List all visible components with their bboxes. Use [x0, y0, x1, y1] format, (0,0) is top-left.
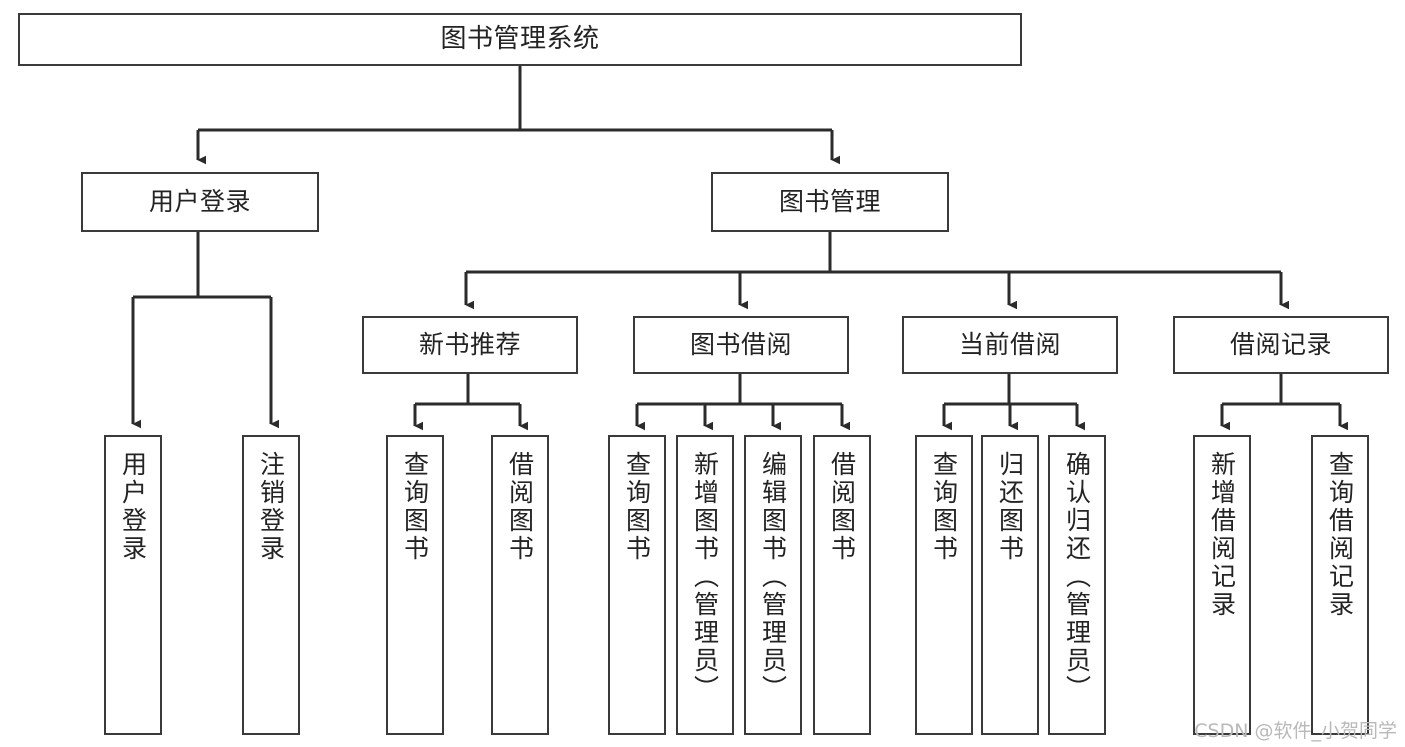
node-label: 借阅图书	[505, 451, 535, 563]
node-label: 借阅图书	[827, 451, 857, 563]
leaf-logout-login[interactable]: 注销登录	[242, 435, 300, 735]
leaf-query-book-borrow[interactable]: 查询图书	[608, 435, 666, 735]
leaf-user-login[interactable]: 用户登录	[104, 435, 162, 735]
node-label: 用户登录	[118, 451, 148, 563]
node-label: 注销登录	[256, 451, 286, 563]
node-current-borrow[interactable]: 当前借阅	[902, 316, 1118, 374]
node-label: 查询图书	[929, 451, 959, 563]
node-label: 新增图书（管理员）	[690, 451, 720, 703]
node-label: 确认归还（管理员）	[1062, 451, 1092, 703]
leaf-confirm-return-admin[interactable]: 确认归还（管理员）	[1048, 435, 1106, 735]
node-label: 图书管理系统	[440, 24, 600, 55]
node-book-manage[interactable]: 图书管理	[711, 172, 949, 232]
node-label: 当前借阅	[958, 330, 1061, 360]
leaf-add-borrow-record[interactable]: 新增借阅记录	[1193, 435, 1251, 735]
node-label: 图书借阅	[689, 330, 792, 360]
node-label: 归还图书	[995, 451, 1025, 563]
node-label: 新增借阅记录	[1207, 451, 1237, 619]
leaf-query-borrow-record[interactable]: 查询借阅记录	[1311, 435, 1369, 735]
node-new-book-recommend[interactable]: 新书推荐	[362, 316, 578, 374]
leaf-borrow-book-new[interactable]: 借阅图书	[491, 435, 549, 735]
leaf-query-book-new[interactable]: 查询图书	[386, 435, 444, 735]
node-book-borrow[interactable]: 图书借阅	[633, 316, 849, 374]
node-label: 查询图书	[622, 451, 652, 563]
leaf-return-book[interactable]: 归还图书	[981, 435, 1039, 735]
node-root-book-management-system[interactable]: 图书管理系统	[18, 13, 1022, 66]
node-label: 查询图书	[400, 451, 430, 563]
node-label: 新书推荐	[418, 330, 521, 360]
node-label: 查询借阅记录	[1325, 451, 1355, 619]
leaf-query-book-current[interactable]: 查询图书	[915, 435, 973, 735]
node-borrow-record[interactable]: 借阅记录	[1173, 316, 1389, 374]
node-label: 编辑图书（管理员）	[758, 451, 788, 703]
node-user-login[interactable]: 用户登录	[81, 172, 319, 232]
leaf-borrow-book[interactable]: 借阅图书	[813, 435, 871, 735]
node-label: 用户登录	[148, 187, 251, 217]
node-label: 借阅记录	[1229, 330, 1332, 360]
leaf-edit-book-admin[interactable]: 编辑图书（管理员）	[744, 435, 802, 735]
leaf-add-book-admin[interactable]: 新增图书（管理员）	[676, 435, 734, 735]
watermark-text: CSDN @软件_小贺同学	[1194, 720, 1397, 742]
node-label: 图书管理	[778, 187, 881, 217]
